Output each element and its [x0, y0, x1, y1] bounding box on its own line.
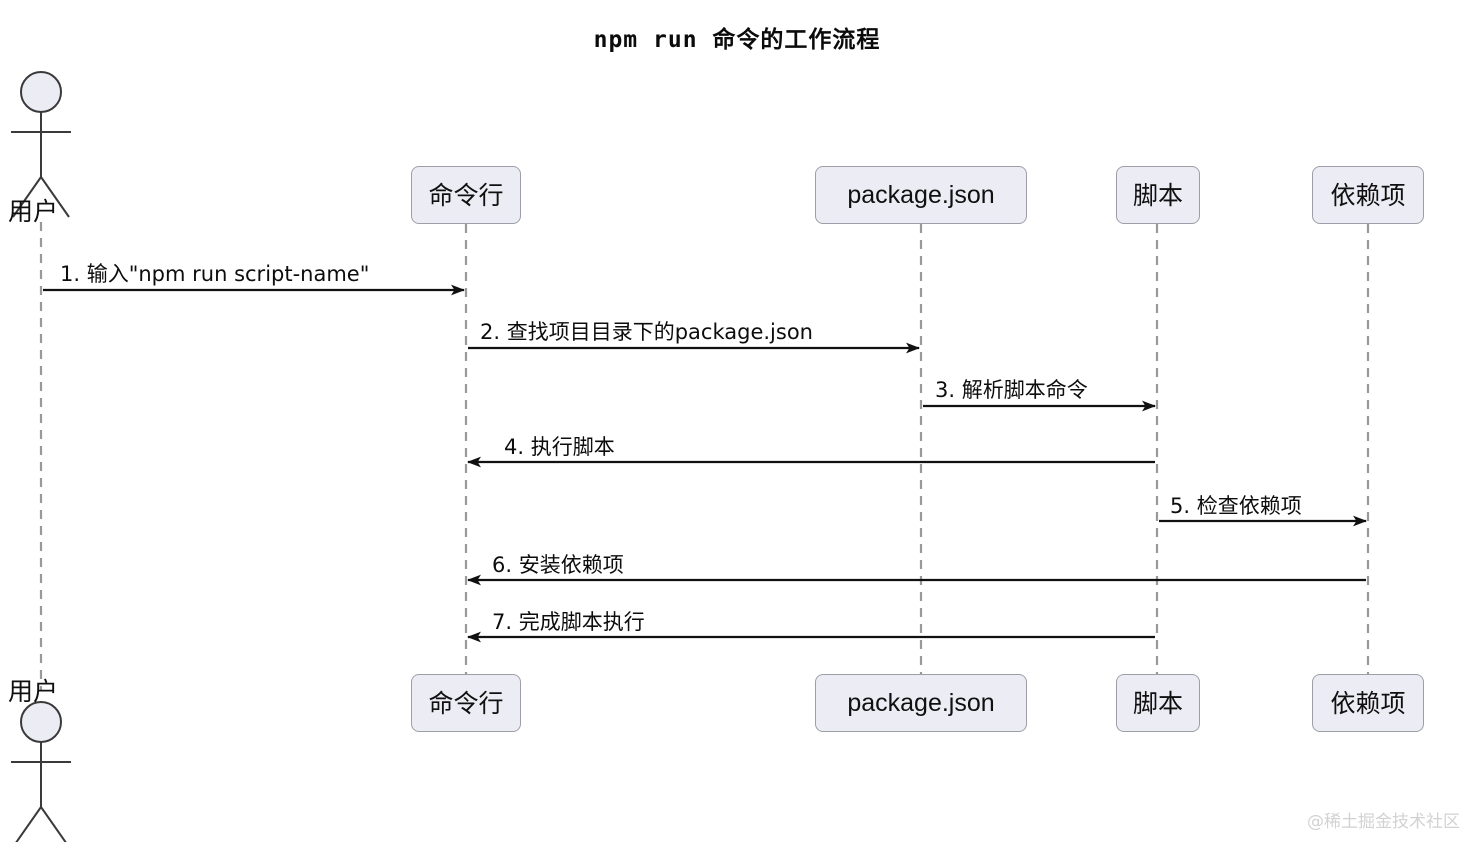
participant-box-pkgjson-top[interactable]: package.json: [815, 166, 1027, 224]
message-label-5: 5. 检查依赖项: [1170, 494, 1302, 518]
actor-figure-top: [11, 71, 71, 218]
participant-box-cli-top[interactable]: 命令行: [411, 166, 521, 224]
lifelines-group: [39, 222, 1370, 690]
actor-head-bottom: [20, 701, 62, 743]
participant-label-pkgjson-bottom: package.json: [847, 688, 995, 717]
participant-box-script-bottom[interactable]: 脚本: [1116, 674, 1200, 732]
message-label-7: 7. 完成脚本执行: [492, 610, 645, 634]
participant-label-deps-top: 依赖项: [1330, 180, 1406, 210]
participant-label-script-top: 脚本: [1132, 180, 1183, 210]
message-label-6: 6. 安装依赖项: [492, 553, 624, 577]
actor-head-top: [20, 71, 62, 113]
actor-leg-left-bottom: [15, 806, 42, 842]
message-label-4: 4. 执行脚本: [504, 435, 615, 459]
participant-label-cli-bottom: 命令行: [428, 688, 504, 718]
actor-leg-right-bottom: [40, 806, 67, 842]
diagram-title: npm run 命令的工作流程: [593, 27, 881, 53]
participant-label-pkgjson-top: package.json: [847, 180, 995, 209]
actor-leg-right-top: [40, 176, 70, 218]
message-arrows-group: [43, 284, 1367, 643]
actor-leg-left-top: [12, 176, 42, 218]
message-label-2: 2. 查找项目目录下的package.json: [480, 320, 813, 344]
message-label-3: 3. 解析脚本命令: [935, 378, 1088, 402]
participant-label-cli-top: 命令行: [428, 180, 504, 210]
watermark: @稀土掘金技术社区: [1307, 812, 1460, 832]
participant-box-deps-top[interactable]: 依赖项: [1312, 166, 1424, 224]
participant-label-script-bottom: 脚本: [1132, 688, 1183, 718]
actor-figures-group: [11, 71, 71, 842]
actor-label-bottom: 用户: [8, 677, 59, 706]
participant-box-script-top[interactable]: 脚本: [1116, 166, 1200, 224]
participant-box-pkgjson-bottom[interactable]: package.json: [815, 674, 1027, 732]
message-label-1: 1. 输入"npm run script-name": [60, 262, 370, 286]
participant-label-deps-bottom: 依赖项: [1330, 688, 1406, 718]
actor-figure-bottom: [11, 701, 71, 842]
participant-box-cli-bottom[interactable]: 命令行: [411, 674, 521, 732]
participant-box-deps-bottom[interactable]: 依赖项: [1312, 674, 1424, 732]
actor-label-top: 用户: [8, 197, 59, 226]
